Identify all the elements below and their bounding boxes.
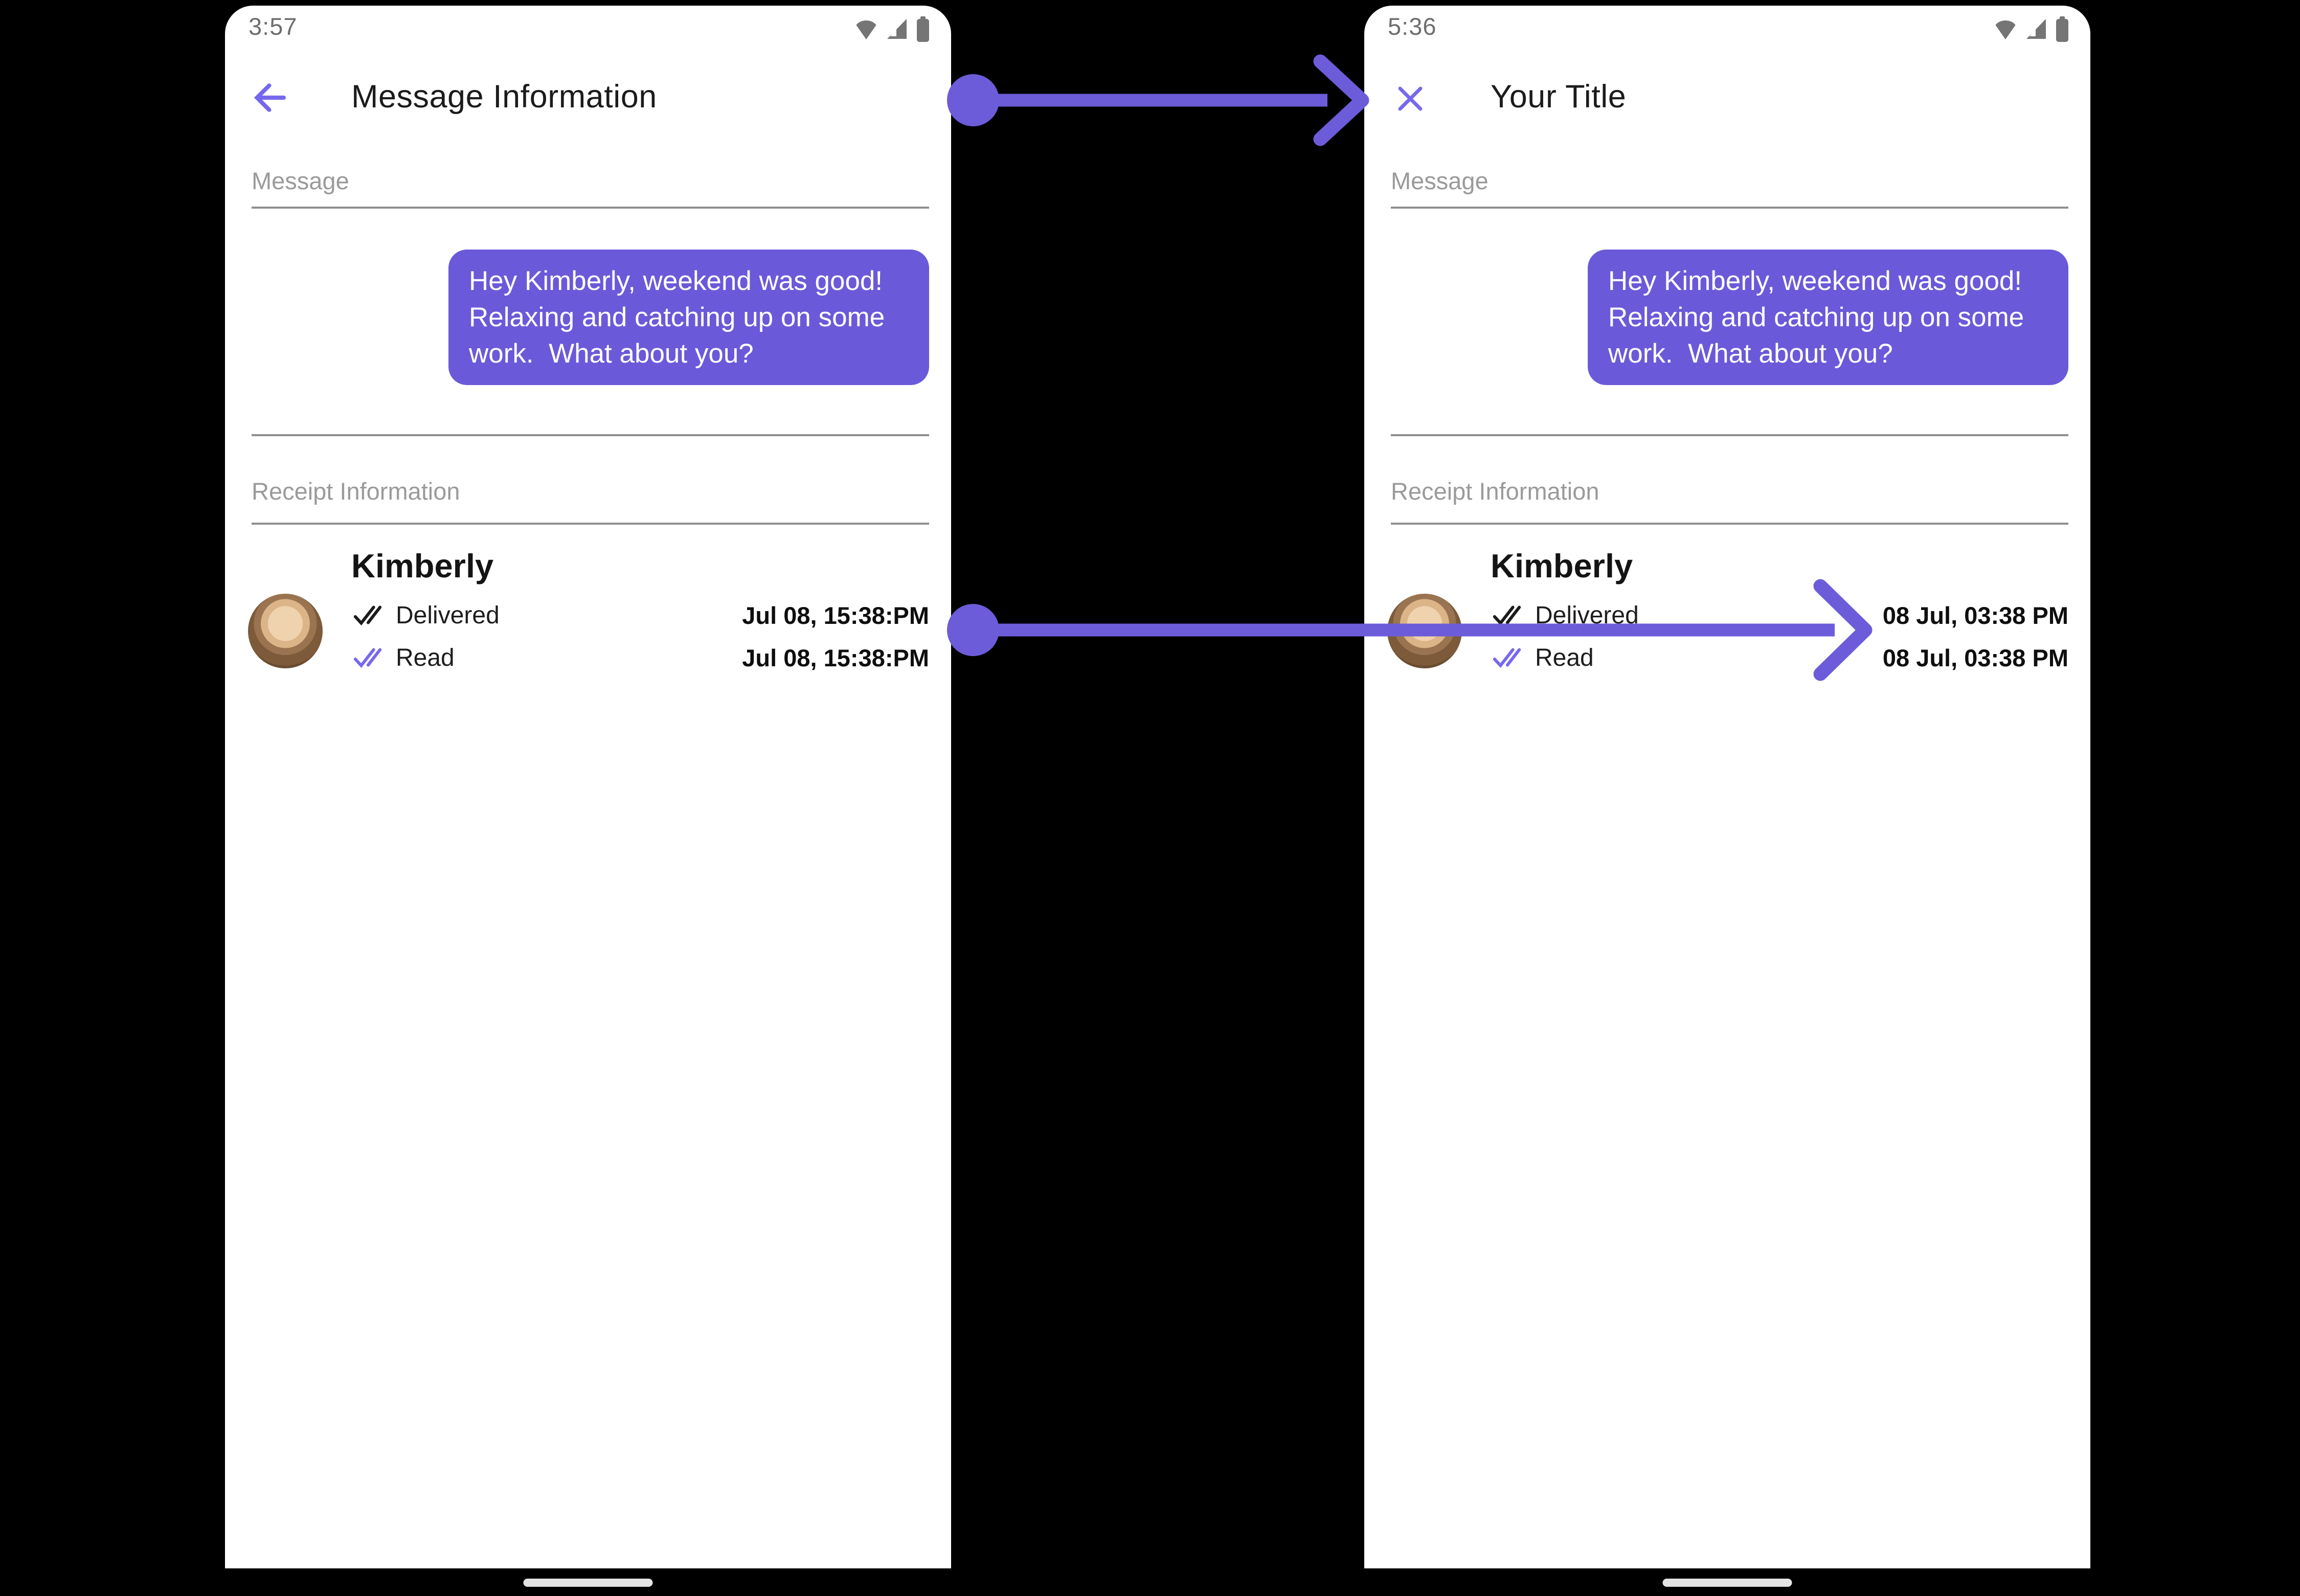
avatar (1387, 594, 1462, 668)
message-bubble: Hey Kimberly, weekend was good! Relaxing… (1588, 250, 2068, 385)
delivered-status-label: Delivered (396, 601, 500, 629)
status-bar-icons (1993, 16, 2070, 42)
delivered-row: Delivered 08 Jul, 03:38 PM (1492, 599, 2068, 632)
section-divider (252, 207, 929, 209)
delivered-timestamp: Jul 08, 15:38:PM (742, 601, 929, 629)
section-divider (252, 523, 929, 525)
phone-screen-before: 3:57 Message Information Message Hey Kim… (225, 6, 951, 1596)
read-timestamp: Jul 08, 15:38:PM (742, 644, 929, 671)
gesture-nav-bar (225, 1568, 951, 1596)
signal-icon (887, 19, 907, 39)
status-bar-time: 5:36 (1388, 13, 1437, 40)
phone-screen-after: 5:36 Your Title Message Hey Kimberly, we… (1364, 6, 2090, 1596)
gesture-nav-bar (1364, 1568, 2090, 1596)
status-bar-icons (854, 16, 931, 42)
header-change-arrow (947, 54, 1369, 146)
message-section-label: Message (252, 167, 349, 194)
receipt-section-label: Receipt Information (1391, 478, 1599, 505)
close-icon[interactable] (1394, 82, 1427, 115)
wifi-icon (1995, 20, 2016, 39)
wifi-icon (856, 20, 876, 39)
read-double-check-icon (1493, 648, 1521, 668)
receipt-section-label: Receipt Information (252, 478, 460, 505)
page-title: Message Information (351, 79, 657, 115)
back-arrow-icon[interactable] (251, 78, 289, 117)
delivered-row: Delivered Jul 08, 15:38:PM (353, 599, 929, 632)
contact-name: Kimberly (351, 547, 494, 585)
contact-name: Kimberly (1491, 547, 1633, 585)
read-timestamp: 08 Jul, 03:38 PM (1882, 644, 2068, 671)
message-section-label: Message (1391, 167, 1489, 194)
status-bar-time: 3:57 (249, 13, 298, 40)
avatar (248, 594, 323, 668)
read-status-label: Read (1535, 644, 1594, 671)
home-indicator[interactable] (1662, 1579, 1792, 1587)
signal-icon (2026, 19, 2046, 39)
page-title: Your Title (1491, 79, 1627, 115)
delivered-timestamp: 08 Jul, 03:38 PM (1882, 601, 2068, 629)
read-row: Read Jul 08, 15:38:PM (353, 641, 929, 674)
home-indicator[interactable] (523, 1579, 653, 1587)
section-divider (1391, 434, 2068, 436)
section-divider (1391, 207, 2068, 209)
battery-icon (2056, 16, 2068, 42)
section-divider (252, 434, 929, 436)
read-status-label: Read (396, 644, 455, 671)
battery-icon (917, 16, 929, 42)
delivered-status-label: Delivered (1535, 601, 1639, 629)
read-row: Read 08 Jul, 03:38 PM (1492, 641, 2068, 674)
section-divider (1391, 523, 2068, 525)
message-bubble: Hey Kimberly, weekend was good! Relaxing… (448, 250, 929, 385)
delivered-double-check-icon (1493, 605, 1521, 626)
delivered-double-check-icon (353, 605, 382, 626)
read-double-check-icon (353, 648, 382, 668)
